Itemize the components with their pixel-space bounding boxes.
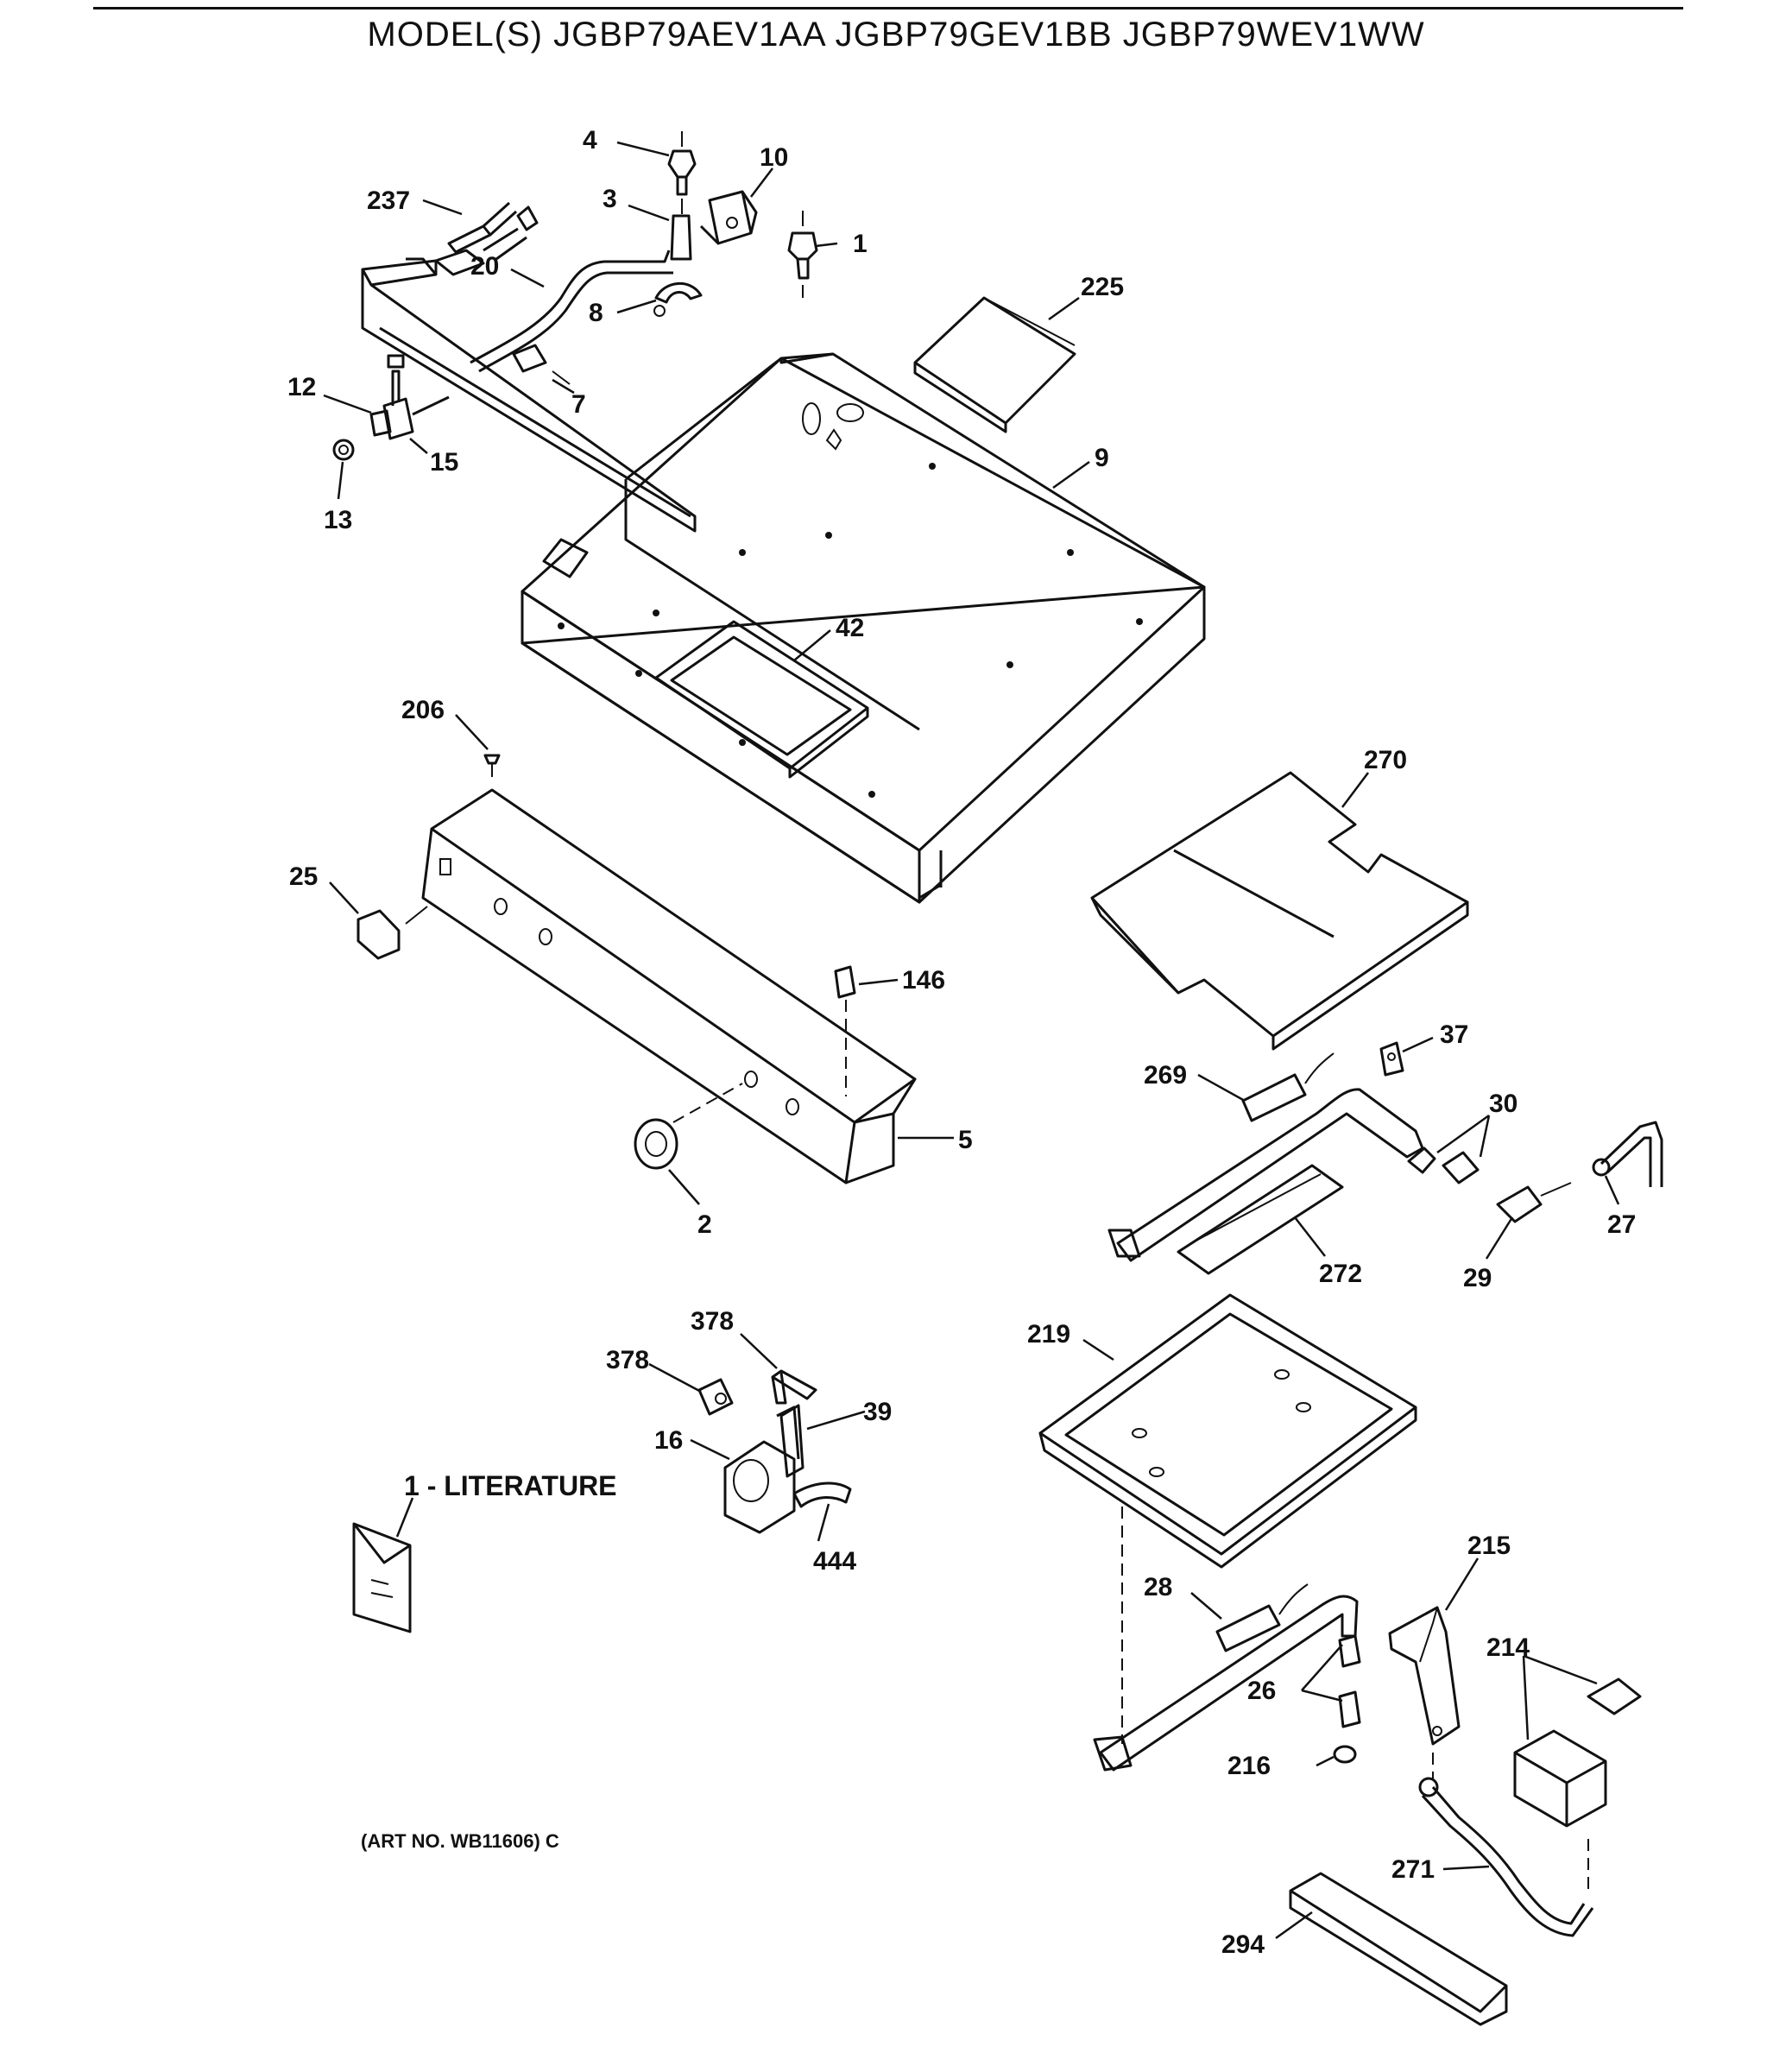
rail-294: [1289, 1872, 1508, 2026]
clip-146: [834, 965, 856, 1096]
orifice-1: [787, 211, 818, 298]
screw-206: [483, 754, 501, 777]
callout-146: 146: [902, 966, 945, 995]
callout-378-upper: 378: [691, 1307, 734, 1336]
orifice-holder-3: [670, 199, 692, 261]
callout-13: 13: [324, 506, 352, 534]
clip-7: [512, 344, 571, 385]
cover-plate-225: [913, 296, 1076, 433]
bracket-39: [779, 1404, 805, 1478]
fitting-378-upper: [771, 1369, 817, 1405]
callout-272: 272: [1319, 1260, 1362, 1288]
callout-444: 444: [813, 1547, 856, 1576]
callout-27: 27: [1607, 1210, 1636, 1239]
flame-spreader-272: [1177, 1164, 1344, 1275]
callout-28: 28: [1144, 1573, 1172, 1601]
clamp-8: [653, 281, 703, 317]
broiler-pan-219: [1038, 1293, 1417, 1744]
burner-box-9: [521, 352, 1206, 904]
callout-37: 37: [1440, 1020, 1468, 1049]
knob-2: [634, 1083, 743, 1170]
model-title: MODEL(S) JGBP79AEV1AA JGBP79GEV1BB JGBP7…: [367, 16, 1425, 54]
callout-3: 3: [603, 185, 617, 213]
callout-12: 12: [287, 373, 316, 401]
fitting-378-lower: [697, 1378, 734, 1416]
safety-valve-214: [1513, 1677, 1642, 1828]
burner-cover-42: [654, 620, 869, 779]
bracket-10: [699, 190, 758, 245]
bracket-37: [1379, 1041, 1404, 1077]
callout-42: 42: [836, 614, 864, 642]
broiler-shield-270: [1090, 771, 1469, 1051]
gas-tube-20: [470, 250, 673, 373]
callout-8: 8: [589, 299, 603, 327]
callout-29: 29: [1463, 1264, 1492, 1292]
callout-294: 294: [1221, 1930, 1265, 1959]
part-237-fitting: [447, 201, 518, 254]
leader-lines: [323, 141, 1620, 1940]
literature-label: 1 - LITERATURE: [404, 1470, 617, 1501]
callout-206: 206: [401, 696, 445, 724]
callout-25: 25: [289, 862, 318, 891]
callout-9: 9: [1095, 444, 1109, 472]
callout-39: 39: [863, 1398, 892, 1426]
tube-271: [1418, 1753, 1594, 1937]
callout-216: 216: [1227, 1752, 1271, 1780]
callout-225: 225: [1081, 273, 1124, 301]
callout-2: 2: [697, 1210, 712, 1239]
callout-214: 214: [1486, 1633, 1530, 1662]
callout-271: 271: [1391, 1855, 1435, 1884]
callout-219: 219: [1027, 1320, 1070, 1349]
bracket-215: [1388, 1606, 1461, 1746]
callout-237: 237: [367, 186, 410, 215]
valve-12-15: [369, 354, 450, 440]
bake-burner-tube: [1093, 1595, 1359, 1772]
top-rule: [93, 7, 1683, 9]
art-number: (ART NO. WB11606) C: [361, 1830, 559, 1852]
callout-15: 15: [430, 448, 458, 477]
switch-25: [357, 906, 428, 960]
broil-burner-tube: [1107, 1088, 1424, 1262]
callout-26: 26: [1247, 1677, 1276, 1705]
brackets-26: [1338, 1634, 1361, 1728]
callout-1: 1: [853, 230, 868, 258]
igniter-269: [1241, 1052, 1335, 1122]
callout-270: 270: [1364, 746, 1407, 774]
orifice-4: [667, 131, 697, 196]
tube-27: [1592, 1121, 1663, 1187]
callout-labels: 4 10 237 3 1 20 8 225 12 7 15 13 9 42 20…: [287, 126, 1636, 1959]
callout-269: 269: [1144, 1061, 1187, 1090]
callout-378-lower: 378: [606, 1346, 649, 1374]
callout-5: 5: [958, 1126, 973, 1154]
nut-13: [332, 439, 355, 461]
callout-16: 16: [654, 1426, 683, 1455]
callout-10: 10: [760, 143, 788, 172]
callout-4: 4: [583, 126, 597, 155]
manifold-panel-5: [421, 788, 917, 1184]
elbow-444: [792, 1481, 852, 1508]
orifice-29: [1496, 1182, 1572, 1223]
literature-envelope-icon: [352, 1522, 412, 1633]
callout-7: 7: [571, 390, 586, 419]
callout-30: 30: [1489, 1090, 1518, 1118]
washer-216: [1333, 1745, 1357, 1764]
brackets-30: [1407, 1147, 1480, 1184]
igniter-28: [1215, 1583, 1309, 1652]
callout-20: 20: [470, 252, 499, 281]
callout-215: 215: [1467, 1532, 1511, 1560]
